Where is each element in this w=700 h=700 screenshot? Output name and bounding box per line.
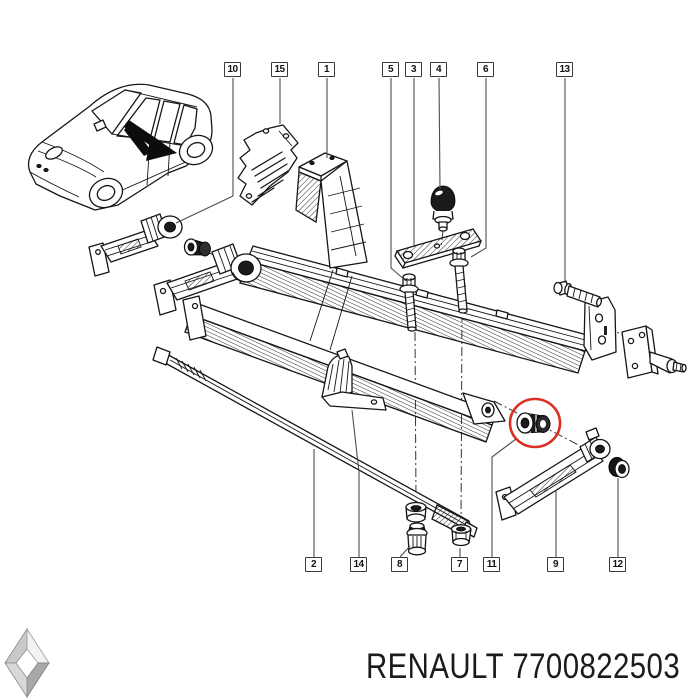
heat-shield-drawing bbox=[237, 124, 299, 206]
callout-7: 7 bbox=[451, 557, 468, 572]
arm-bushing-small bbox=[183, 238, 211, 257]
leader-line-11 bbox=[491, 438, 517, 557]
callout-12: 12 bbox=[609, 557, 626, 572]
leader-line-8 bbox=[399, 545, 411, 558]
clamp-plate-drawing bbox=[394, 228, 483, 269]
end-cap-drawing bbox=[608, 457, 630, 479]
callout-8: 8 bbox=[391, 557, 408, 572]
callout-11: 11 bbox=[483, 557, 500, 572]
trailing-arm-upper-2 bbox=[153, 243, 262, 316]
part-number-text: 7700822503 bbox=[512, 647, 681, 686]
callout-10: 10 bbox=[224, 62, 241, 77]
leader-lines-layer bbox=[175, 77, 619, 558]
leader-line-14 bbox=[351, 409, 360, 557]
renault-logo bbox=[4, 627, 50, 699]
stub-axle-drawing bbox=[621, 325, 687, 379]
callout-6: 6 bbox=[477, 62, 494, 77]
bolt-6-drawing bbox=[449, 247, 469, 314]
trailing-arm-upper bbox=[88, 213, 183, 277]
leader-line-4 bbox=[438, 77, 441, 190]
trailing-arm-lower-drawing bbox=[495, 427, 611, 521]
bolt-13-drawing bbox=[553, 280, 603, 308]
callout-9: 9 bbox=[547, 557, 564, 572]
rear-wheel bbox=[178, 134, 214, 166]
leader-line-6 bbox=[470, 78, 487, 258]
brand-text: RENAULT bbox=[366, 647, 504, 686]
pivot-clevis bbox=[462, 392, 506, 425]
bolt-5-drawing bbox=[399, 273, 419, 332]
callout-14: 14 bbox=[350, 557, 367, 572]
mount-part-8-drawing bbox=[405, 501, 428, 556]
callout-2: 2 bbox=[305, 557, 322, 572]
highlighted-bushing-drawing bbox=[516, 412, 551, 434]
callout-5: 5 bbox=[382, 62, 399, 77]
center-mounting-bracket bbox=[295, 152, 368, 269]
callout-1: 1 bbox=[318, 62, 335, 77]
crossmember-end-plate bbox=[583, 296, 617, 361]
front-wheel bbox=[88, 177, 124, 209]
callout-4: 4 bbox=[430, 62, 447, 77]
callout-3: 3 bbox=[405, 62, 422, 77]
mount-part-7-drawing bbox=[450, 524, 472, 547]
location-arrow bbox=[124, 120, 177, 161]
leader-line-5 bbox=[390, 78, 407, 282]
leader-line-10 bbox=[175, 78, 234, 224]
bump-stop-drawing bbox=[430, 185, 456, 232]
car-inset-illustration bbox=[27, 83, 214, 211]
callout-13: 13 bbox=[556, 62, 573, 77]
anchor-bracket-drawing bbox=[321, 348, 387, 411]
callout-15: 15 bbox=[271, 62, 288, 77]
highlight-circle bbox=[508, 397, 562, 449]
